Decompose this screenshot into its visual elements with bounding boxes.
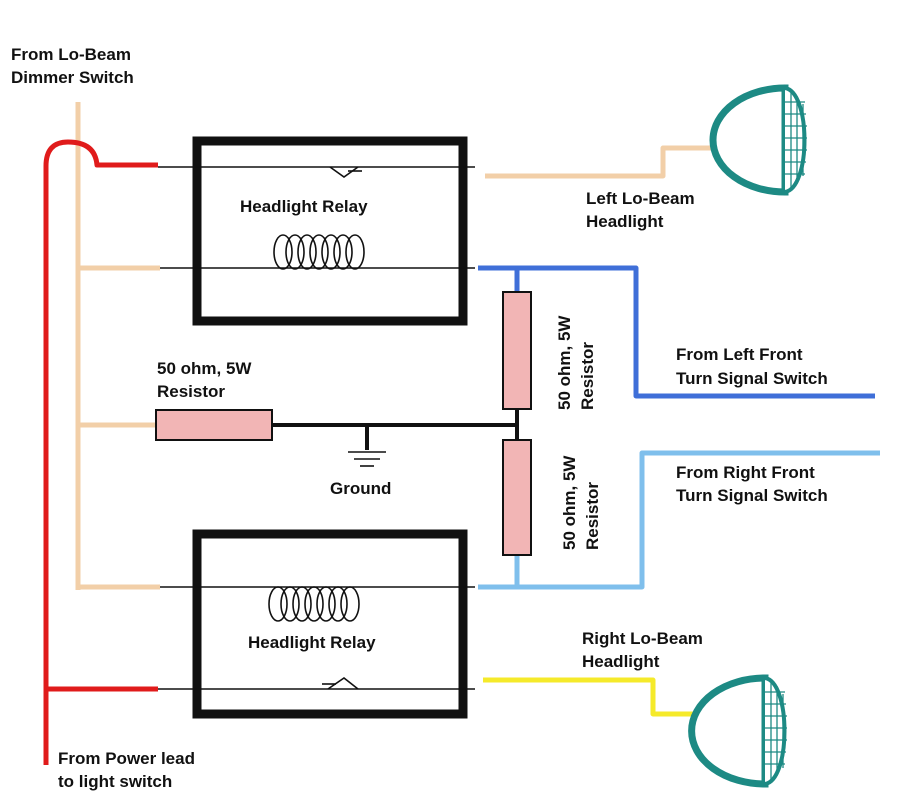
ground-resistor-line-2: Resistor xyxy=(157,382,225,401)
lower-resistor-line-2: Resistor xyxy=(583,482,602,550)
left-turn-line-1: From Left Front xyxy=(676,345,803,364)
lo-beam-wiring xyxy=(75,102,722,590)
left-headlight-line-2: Headlight xyxy=(586,212,664,231)
ground-resistor xyxy=(155,409,273,441)
lower-resistor-label: 50 ohm, 5W Resistor xyxy=(560,451,602,550)
right-headlight-line-1: Right Lo-Beam xyxy=(582,629,703,648)
lo-beam-dimmer-label: From Lo-Beam Dimmer Switch xyxy=(11,45,136,87)
upper-resistor-line-1: 50 ohm, 5W xyxy=(555,315,574,410)
left-headlight-line-1: Left Lo-Beam xyxy=(586,189,695,208)
ground-symbol-icon xyxy=(348,451,386,467)
right-headlight-wiring xyxy=(483,677,710,717)
power-lead-label: From Power lead to light switch xyxy=(58,749,200,791)
right-turn-line-2: Turn Signal Switch xyxy=(676,486,828,505)
top-relay-coil xyxy=(273,234,365,270)
top-relay-box xyxy=(192,136,468,326)
right-turn-label: From Right Front Turn Signal Switch xyxy=(676,463,828,505)
right-headlight-icon xyxy=(688,674,787,788)
ground-wiring xyxy=(271,408,519,450)
right-headlight-label: Right Lo-Beam Headlight xyxy=(582,629,708,671)
left-turn-wiring xyxy=(478,265,875,399)
right-turn-line-1: From Right Front xyxy=(676,463,815,482)
ground-resistor-line-1: 50 ohm, 5W xyxy=(157,359,252,378)
left-headlight-icon xyxy=(709,84,807,196)
bottom-relay-box xyxy=(192,529,468,719)
left-headlight-label: Left Lo-Beam Headlight xyxy=(586,189,699,231)
bottom-relay-label: Headlight Relay xyxy=(248,633,376,652)
lo-beam-dimmer-line-1: From Lo-Beam xyxy=(11,45,131,64)
right-turn-wiring xyxy=(478,450,880,590)
power-lead-line-1: From Power lead xyxy=(58,749,195,768)
bottom-relay-coil xyxy=(268,586,360,622)
upper-resistor-line-2: Resistor xyxy=(578,342,597,410)
upper-resistor-label: 50 ohm, 5W Resistor xyxy=(555,311,597,410)
power-wiring xyxy=(43,139,158,765)
lower-resistor xyxy=(502,439,532,556)
lower-resistor-line-1: 50 ohm, 5W xyxy=(560,455,579,550)
right-headlight-line-2: Headlight xyxy=(582,652,660,671)
lo-beam-dimmer-line-2: Dimmer Switch xyxy=(11,68,134,87)
power-lead-line-2: to light switch xyxy=(58,772,172,791)
upper-resistor xyxy=(502,291,532,410)
left-turn-line-2: Turn Signal Switch xyxy=(676,369,828,388)
top-relay-label: Headlight Relay xyxy=(240,197,368,216)
ground-resistor-label: 50 ohm, 5W Resistor xyxy=(157,359,256,401)
ground-label: Ground xyxy=(330,479,391,498)
left-turn-label: From Left Front Turn Signal Switch xyxy=(676,345,828,388)
